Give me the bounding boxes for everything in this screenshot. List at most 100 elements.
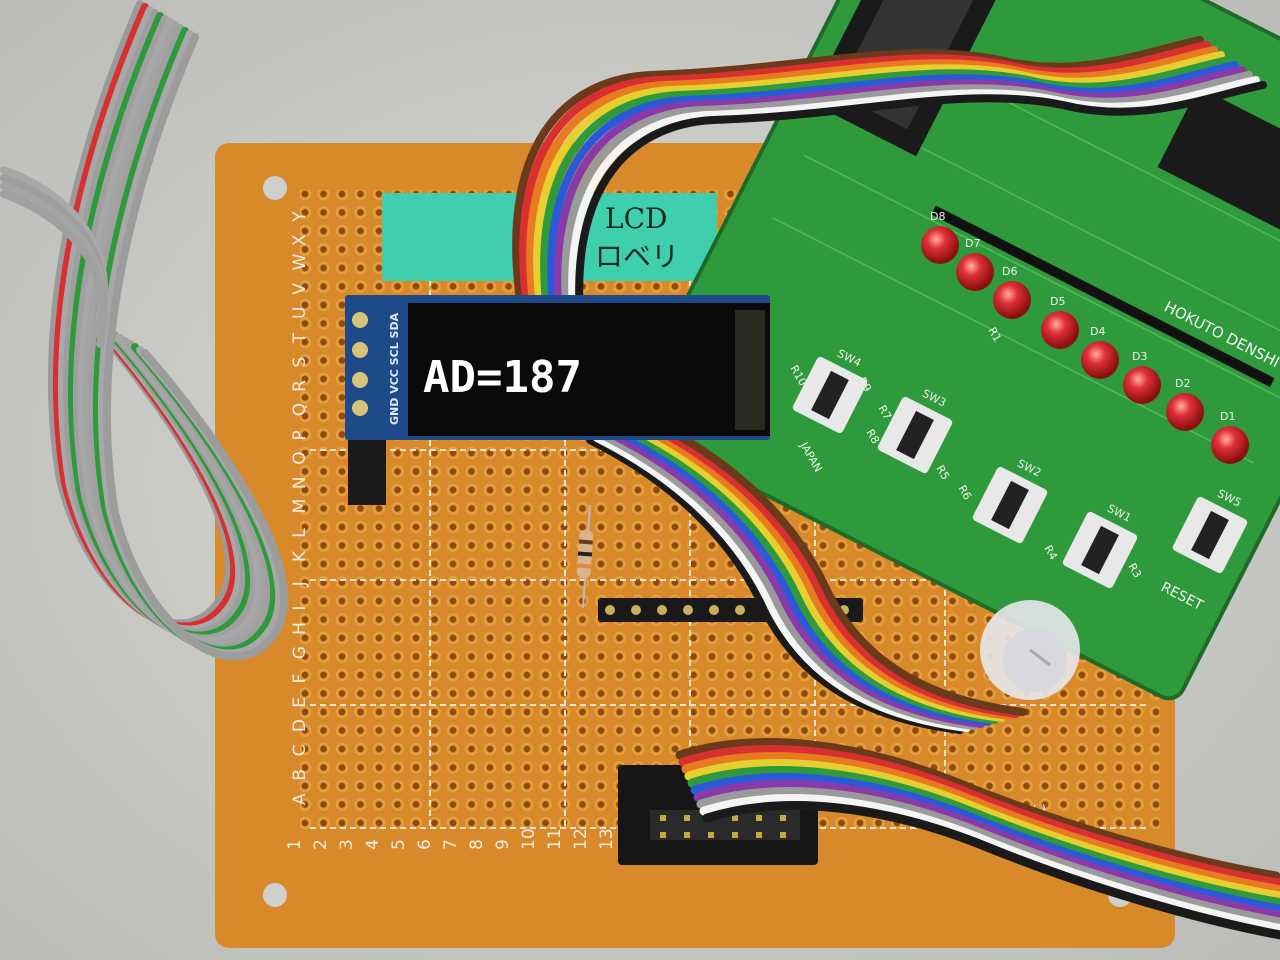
ribbon-wire bbox=[696, 787, 1280, 927]
row-letter: X bbox=[290, 234, 310, 246]
row-letter: V bbox=[290, 283, 310, 295]
row-letter: A bbox=[290, 793, 310, 805]
row-letter: H bbox=[290, 622, 310, 635]
mount-hole bbox=[263, 883, 287, 907]
row-letter: J bbox=[290, 581, 310, 587]
row-letter: I bbox=[290, 606, 310, 611]
ribbon-wire bbox=[102, 33, 289, 661]
ribbon-wire bbox=[642, 420, 1020, 718]
led-d6 bbox=[993, 281, 1031, 319]
led-label: D3 bbox=[1132, 350, 1147, 363]
column-number: 4 bbox=[363, 839, 383, 850]
ribbon-cable-top bbox=[512, 36, 1267, 349]
ribbon-wire bbox=[693, 780, 1280, 921]
connector-pin bbox=[780, 815, 786, 821]
row-letter: R bbox=[290, 380, 310, 392]
led-d8 bbox=[921, 226, 959, 264]
mount-hole bbox=[263, 176, 287, 200]
led-label: D1 bbox=[1220, 410, 1235, 423]
column-number: 8 bbox=[467, 839, 487, 850]
led-d4 bbox=[1081, 341, 1119, 379]
sticker-line2: ロベリ bbox=[595, 240, 679, 273]
row-letter: O bbox=[290, 451, 310, 464]
socket-pin bbox=[735, 605, 745, 615]
ribbon-cable-left bbox=[47, 0, 289, 661]
connector-pin bbox=[684, 832, 690, 838]
row-letter: N bbox=[290, 476, 310, 489]
connector-pin bbox=[732, 815, 738, 821]
ribbon-wire bbox=[561, 71, 1253, 339]
ribbon-cable-middle bbox=[586, 418, 1027, 734]
ribbon-wire bbox=[614, 428, 992, 726]
ribbon-wire bbox=[675, 738, 1280, 881]
ribbon-cable-far-left bbox=[0, 166, 108, 348]
socket-pin bbox=[709, 605, 719, 615]
row-letter: C bbox=[290, 745, 310, 757]
row-letter: W bbox=[290, 253, 310, 270]
resistor-label: R5 bbox=[933, 463, 952, 482]
ribbon-wire bbox=[540, 56, 1232, 324]
resistor-label: R3 bbox=[1125, 561, 1144, 580]
row-letter: E bbox=[290, 697, 310, 708]
led-d3 bbox=[1123, 366, 1161, 404]
led-label: D4 bbox=[1090, 325, 1105, 338]
ribbon-wire bbox=[621, 426, 999, 724]
row-letter: Y bbox=[290, 211, 310, 223]
ribbon-wire bbox=[684, 759, 1280, 901]
connector-pin bbox=[708, 832, 714, 838]
connector-pin bbox=[732, 832, 738, 838]
ribbon-wire bbox=[628, 424, 1006, 722]
resistor-label: R8 bbox=[863, 427, 882, 446]
ribbon-wire bbox=[678, 745, 1280, 888]
row-letter: G bbox=[290, 646, 310, 659]
oled-display-text: AD=187 bbox=[423, 352, 582, 403]
ribbon-wire bbox=[575, 81, 1267, 349]
ribbon-wire bbox=[547, 61, 1239, 329]
socket-pin bbox=[683, 605, 693, 615]
column-number: 12 bbox=[571, 828, 591, 850]
led-d2 bbox=[1166, 393, 1204, 431]
column-number: 7 bbox=[441, 839, 461, 850]
led-d5 bbox=[1041, 311, 1079, 349]
row-letter: S bbox=[290, 357, 310, 368]
resistor bbox=[576, 504, 594, 609]
row-letter: D bbox=[290, 719, 310, 732]
column-number: 10 bbox=[519, 828, 539, 850]
connector-pin bbox=[780, 832, 786, 838]
ribbon-wire bbox=[690, 773, 1280, 914]
ribbon-cable-bottom bbox=[675, 738, 1280, 940]
ribbon-wire bbox=[0, 190, 108, 348]
led-label: D7 bbox=[965, 237, 980, 250]
socket-pin bbox=[605, 605, 615, 615]
resistor-label: R7 bbox=[875, 403, 894, 422]
ribbon-wire bbox=[526, 46, 1218, 314]
socket-pin bbox=[631, 605, 641, 615]
connector-pin bbox=[684, 815, 690, 821]
column-number: 3 bbox=[337, 839, 357, 850]
sticker-line1: LCD bbox=[605, 202, 667, 235]
row-letter: M bbox=[290, 499, 310, 514]
connector-pin bbox=[756, 815, 762, 821]
row-letter: B bbox=[290, 769, 310, 781]
ribbon-wire bbox=[586, 436, 964, 734]
ribbon-wire bbox=[533, 51, 1225, 319]
column-number: 6 bbox=[415, 839, 435, 850]
column-number: 9 bbox=[493, 839, 513, 850]
ribbon-wire bbox=[593, 434, 971, 732]
row-letter: T bbox=[290, 332, 310, 344]
ribbon-wire bbox=[702, 801, 1280, 940]
led-label: D2 bbox=[1175, 377, 1190, 390]
row-letter: K bbox=[290, 550, 310, 562]
oled-pin-labels: GND VCC SCL SDA bbox=[388, 312, 401, 425]
led-label: D6 bbox=[1002, 265, 1017, 278]
ribbon-wire bbox=[568, 76, 1260, 344]
column-number: 1 bbox=[285, 839, 305, 850]
column-number: 11 bbox=[545, 828, 565, 850]
led-label: D8 bbox=[930, 210, 945, 223]
potentiometer-knob bbox=[980, 600, 1080, 700]
ribbon-wire bbox=[681, 752, 1280, 895]
ribbon-wire bbox=[554, 66, 1246, 334]
led-label: D5 bbox=[1050, 295, 1065, 308]
microcontroller-chip bbox=[1157, 86, 1280, 272]
socket-pin bbox=[657, 605, 667, 615]
